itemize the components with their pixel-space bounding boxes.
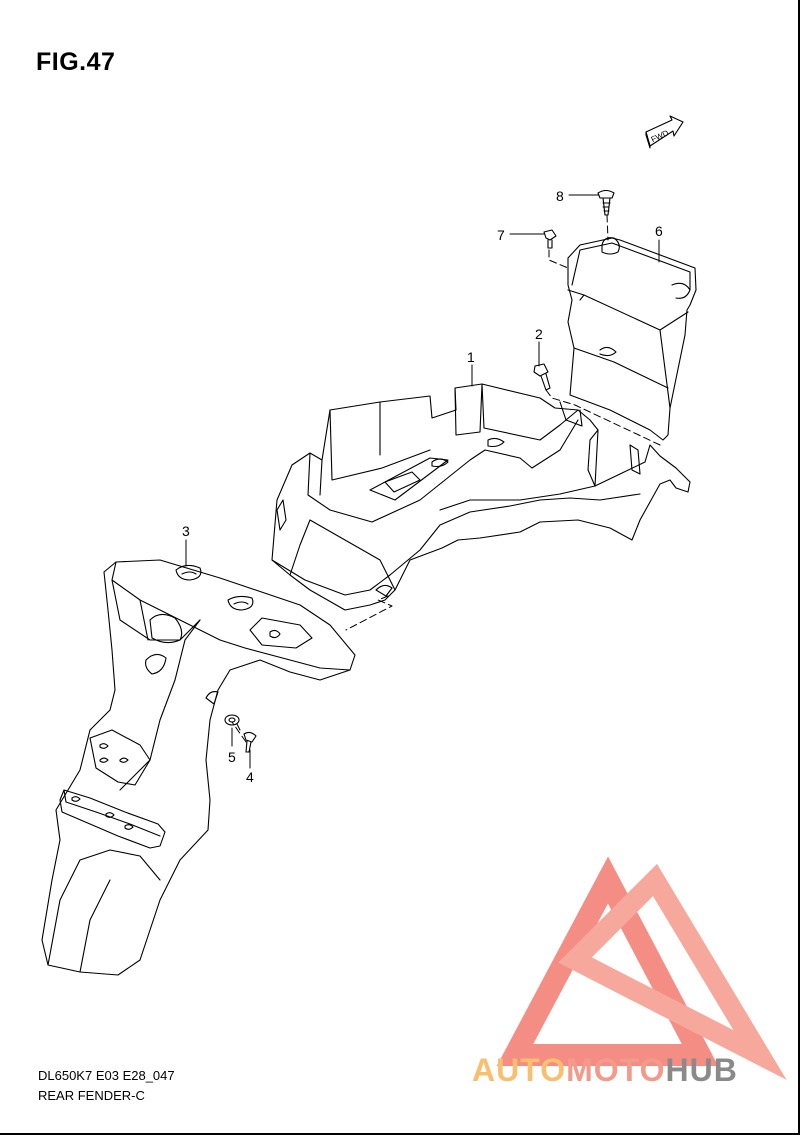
part-1-inner-fender: [271, 383, 691, 611]
callout-8: 8: [556, 188, 564, 204]
callout-7: 7: [497, 227, 505, 243]
callout-1: 1: [467, 349, 475, 365]
assembly-dashed-lines: [231, 214, 661, 743]
part-5-washer: [224, 714, 240, 726]
part-7-clip: [543, 229, 557, 249]
figure-title: FIG.47: [36, 48, 116, 76]
part-6-box-cover: [567, 237, 697, 441]
part-2-bolt: [533, 363, 551, 391]
callout-4: 4: [246, 769, 254, 785]
watermark-text: AUTOMOTOHUB: [472, 1052, 738, 1089]
callout-5: 5: [228, 749, 236, 765]
watermark-auto: AUTO: [472, 1052, 567, 1088]
section-name: REAR FENDER-C: [38, 1088, 145, 1103]
fwd-arrow-icon: FWD: [645, 115, 684, 149]
part-3-rear-fender: [41, 559, 356, 976]
watermark-logo: [496, 856, 787, 1080]
callout-2: 2: [535, 326, 543, 342]
watermark-hub: HUB: [665, 1052, 738, 1088]
callout-3: 3: [182, 523, 190, 539]
part-8-screw: [597, 189, 615, 216]
callout-6: 6: [655, 223, 663, 239]
leader-lines: [185, 194, 660, 769]
part-4-screw: [243, 731, 257, 753]
watermark-moto: MOTO: [566, 1052, 666, 1088]
model-code: DL650K7 E03 E28_047: [38, 1068, 175, 1083]
